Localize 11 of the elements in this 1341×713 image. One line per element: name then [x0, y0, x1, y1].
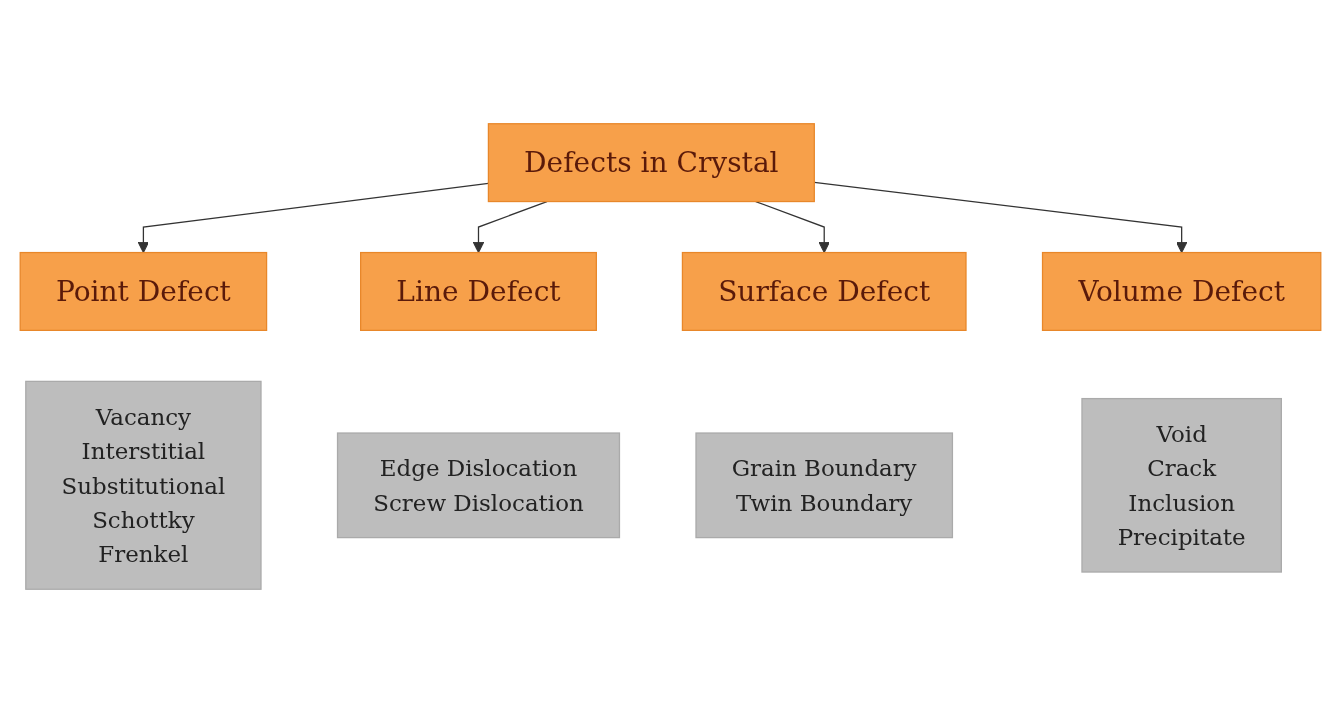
arrow [472, 200, 548, 254]
arrow [755, 200, 830, 254]
node-box: Defects in Crystal [487, 123, 815, 203]
node-box: Grain Boundary Twin Boundary [695, 432, 954, 539]
node-box: Volume Defect [1041, 251, 1322, 331]
node-box: Point Defect [19, 251, 268, 331]
node-box: Line Defect [360, 251, 597, 331]
node-box: Void Crack Inclusion Precipitate [1081, 397, 1282, 573]
node-box: Vacancy Interstitial Substitutional Schottky Frenkel [25, 380, 262, 590]
node-box: Surface Defect [681, 251, 967, 331]
node-box: Edge Dislocation Screw Dislocation [336, 432, 621, 539]
